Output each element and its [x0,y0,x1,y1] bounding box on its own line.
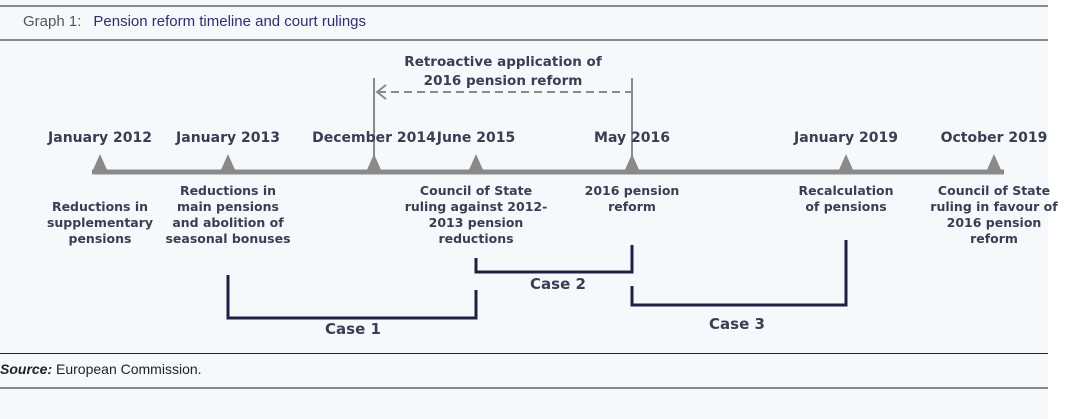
event-description-line: reform [608,199,656,214]
case-1-label: Case 1 [325,320,381,338]
event-description-line: main pensions [177,199,279,214]
event-date: June 2015 [436,130,516,146]
event-description-line: and abolition of [172,215,284,230]
retroactive-line: Retroactive application of [404,54,602,70]
case-2-label: Case 2 [530,275,586,293]
chart-bottom-rule [0,353,1048,354]
event-description-line: 2016 pension [946,215,1042,230]
event-description-line: supplementary [46,215,154,230]
retroactive-line: 2016 pension reform [423,73,583,89]
title-rule [0,39,1048,41]
event-marker-icon [468,154,484,172]
case-2-bracket [474,245,634,274]
event-description-line: ruling against 2012- [404,199,548,214]
event-description-line: 2016 pension [584,183,680,198]
event-marker-icon [220,154,236,172]
graph-number: Graph 1: [23,13,82,30]
retroactive-label: Retroactive application of 2016 pension r… [404,53,601,91]
event-date: January 2013 [176,130,280,146]
event-marker-icon [986,154,1002,172]
event-description-line: ruling in favour of [930,199,1058,214]
source-note: Source: European Commission. [0,361,202,377]
arrowhead-icon [375,84,387,100]
event-date: January 2012 [48,130,152,146]
event-description-line: seasonal bonuses [165,231,291,246]
graph-title: Pension reform timeline and court ruling… [93,13,367,30]
event-description-line [47,183,153,199]
event-date: October 2019 [940,130,1048,146]
event-description-line: Council of State [937,183,1051,198]
event-description-line: pensions [68,231,132,246]
event-description-line: reductions [438,231,514,246]
case-1-bracket [226,275,478,320]
source-rule [0,387,1048,389]
event-date: December 2014 [312,130,436,146]
event-description-line: Reductions in [179,183,277,198]
event-description-line: 2013 pension [428,215,524,230]
case-3-label: Case 3 [709,315,765,333]
case-3-bracket [630,240,848,307]
top-rule [0,5,1048,7]
event-date: May 2016 [594,130,670,146]
event-description-line: Reductions in [51,199,149,214]
event-marker-icon [92,154,108,172]
figure-background [0,0,1048,419]
graph-caption: Graph 1: Pension reform timeline and cour… [23,13,366,30]
event-description-line: reform [970,231,1018,246]
source-label: Source: [0,361,53,377]
event-date: January 2019 [794,130,898,146]
event-description-line: of pensions [805,199,887,214]
event-description-line: Recalculation [798,183,894,198]
source-text: European Commission. [52,361,202,377]
event-description-line: Council of State [419,183,533,198]
event-marker-icon [838,154,854,172]
